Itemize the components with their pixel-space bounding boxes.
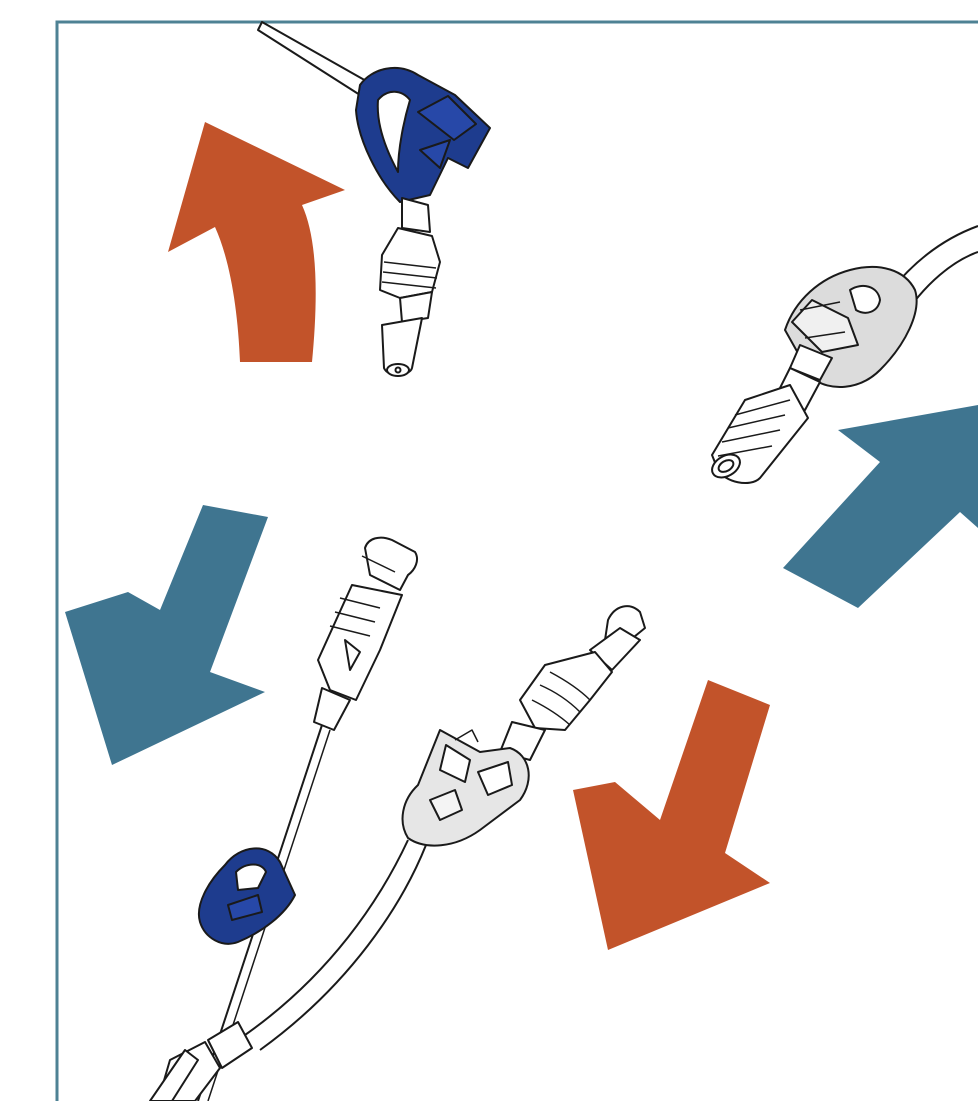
lower-left-line-assembly bbox=[149, 536, 418, 1101]
frame-border bbox=[55, 20, 978, 1101]
orange-arrow-lower-left bbox=[573, 680, 770, 950]
teal-arrow-upper-right bbox=[783, 405, 978, 608]
right-tube-assembly bbox=[711, 225, 978, 485]
navy-clamp-upper bbox=[355, 67, 491, 203]
lower-center-line-assembly bbox=[207, 605, 646, 1069]
navy-clamp-lower bbox=[197, 847, 296, 945]
teal-arrow-lower-left bbox=[65, 505, 268, 765]
upper-tube-assembly bbox=[257, 21, 491, 377]
orange-curved-arrow bbox=[168, 122, 345, 362]
white-clamp-lower bbox=[401, 729, 530, 847]
